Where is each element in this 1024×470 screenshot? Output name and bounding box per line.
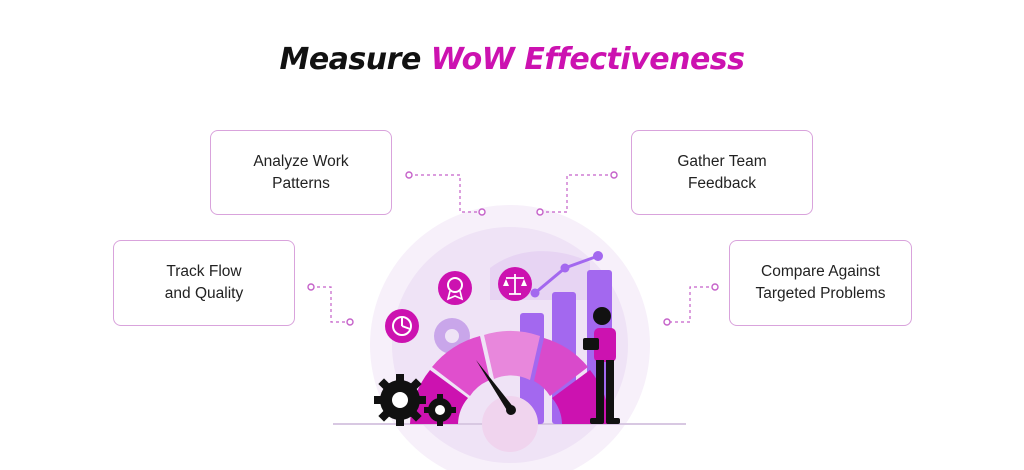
pie-chart-icon <box>385 309 419 343</box>
gear-small-icon <box>424 394 456 426</box>
black-gears <box>374 374 456 426</box>
card-label-analyze: Analyze Work Patterns <box>253 152 349 192</box>
connector-gather <box>540 174 614 213</box>
card-label-compare: Compare Against Targeted Problems <box>755 263 886 302</box>
person-figure <box>583 307 620 424</box>
connector-compare <box>667 286 715 323</box>
scale-icon <box>498 267 532 301</box>
card-compare-targeted-problems: Compare Against Targeted Problems <box>729 240 912 326</box>
gauge-needle-icon <box>476 360 516 415</box>
gear-large-icon <box>374 374 426 426</box>
trend-line-icon <box>530 251 603 298</box>
card-analyze-work-patterns: Analyze Work Patterns <box>210 130 392 215</box>
title-part-measure: Measure <box>279 42 431 77</box>
connector-analyze <box>409 174 482 213</box>
page-title: Measure WoW Effectiveness <box>0 42 1024 77</box>
card-label-track: Track Flow and Quality <box>164 263 244 302</box>
connector-dots <box>307 171 719 326</box>
card-track-flow-quality: Track Flow and Quality <box>113 240 295 326</box>
card-label-gather: Gather Team Feedback <box>677 152 767 192</box>
award-badge-icon <box>438 271 472 305</box>
title-part-effectiveness: WoW Effectiveness <box>430 42 745 77</box>
card-gather-team-feedback: Gather Team Feedback <box>631 130 813 215</box>
connectors <box>311 174 715 323</box>
connector-track <box>311 286 350 323</box>
